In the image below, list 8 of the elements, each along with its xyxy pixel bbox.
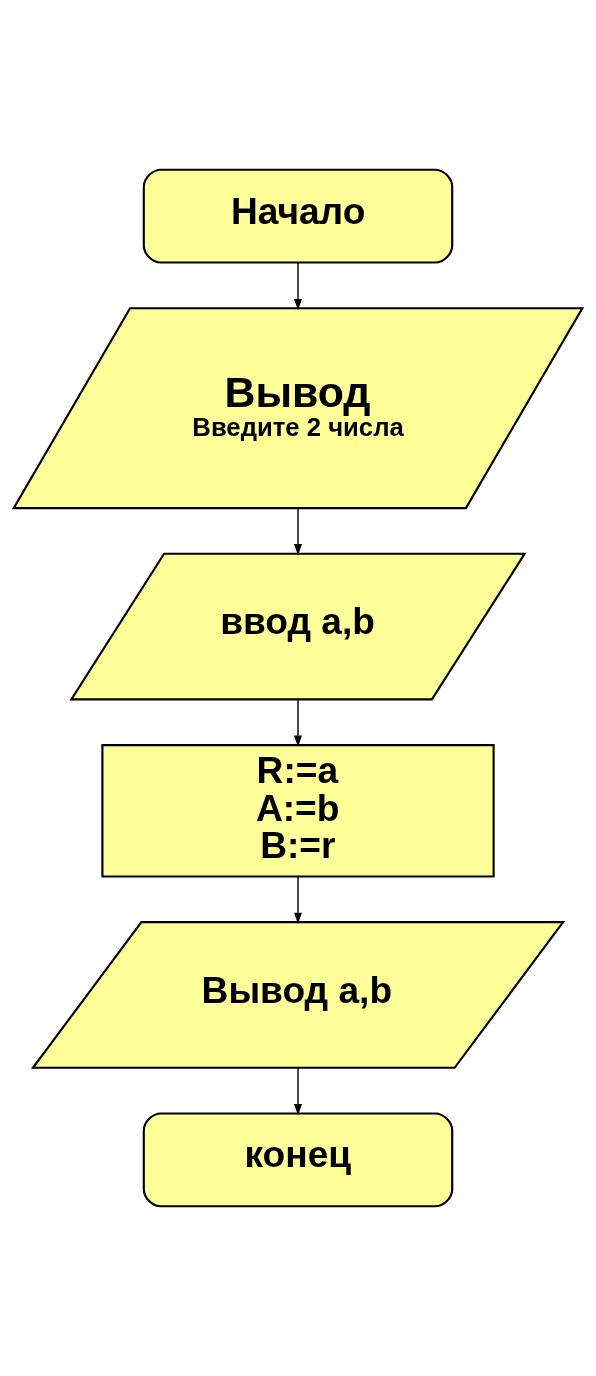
arrow xyxy=(294,875,302,925)
arrow xyxy=(294,507,302,556)
arrow xyxy=(294,1067,302,1116)
arrow xyxy=(294,262,302,311)
node-box: конец xyxy=(142,1112,454,1208)
arrow xyxy=(294,698,302,747)
node-box: R:=a A:=b B:=r xyxy=(101,744,495,878)
node-box: Начало xyxy=(142,168,454,264)
